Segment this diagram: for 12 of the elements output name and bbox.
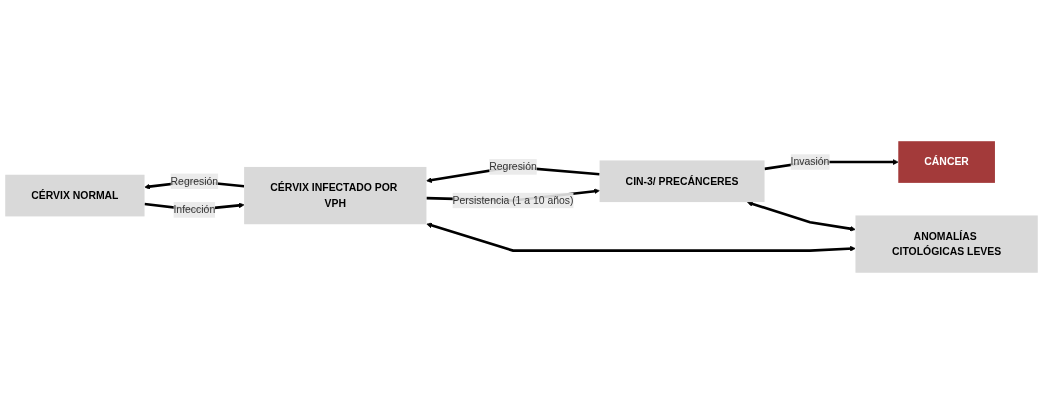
- edge-label: Invasión: [790, 156, 830, 168]
- node-box: CÁNCER: [898, 141, 995, 183]
- arrow: [426, 222, 856, 252]
- node-box: ANOMALÍAS CITOLÓGICAS LEVES: [855, 215, 1038, 273]
- node-box: CIN-3/ PRECÁNCERES: [599, 160, 765, 203]
- node-box: CÉRVIX INFECTADO POR VPH: [244, 166, 427, 225]
- edge-label: Infección: [173, 204, 216, 216]
- edge-label: Regresión: [170, 175, 219, 187]
- node-box: CÉRVIX NORMAL: [5, 174, 145, 217]
- arrow: [747, 201, 856, 232]
- edge-label: Persistencia (1 a 10 años): [452, 194, 574, 206]
- edge-label: Regresión: [489, 161, 537, 173]
